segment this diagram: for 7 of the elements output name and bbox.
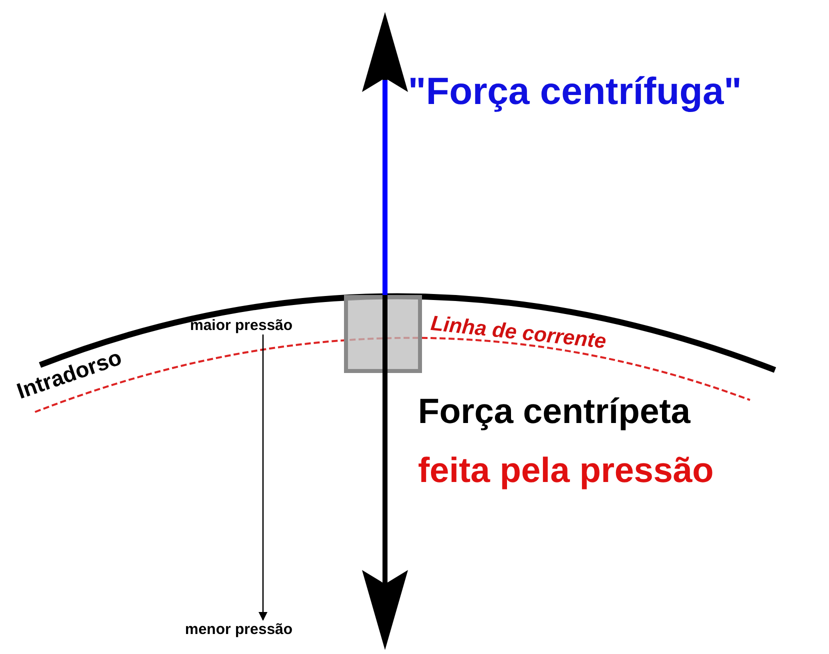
arrow: [258, 334, 268, 621]
streamline-label: Linha de corrente: [430, 312, 608, 354]
force-label: "Força centrífuga": [408, 72, 742, 114]
pressure-label: maior pressão: [190, 318, 293, 334]
force-label: feita pela pressão: [418, 452, 714, 490]
pressure-label: menor pressão: [185, 622, 293, 638]
force-label: Força centrípeta: [418, 393, 690, 432]
